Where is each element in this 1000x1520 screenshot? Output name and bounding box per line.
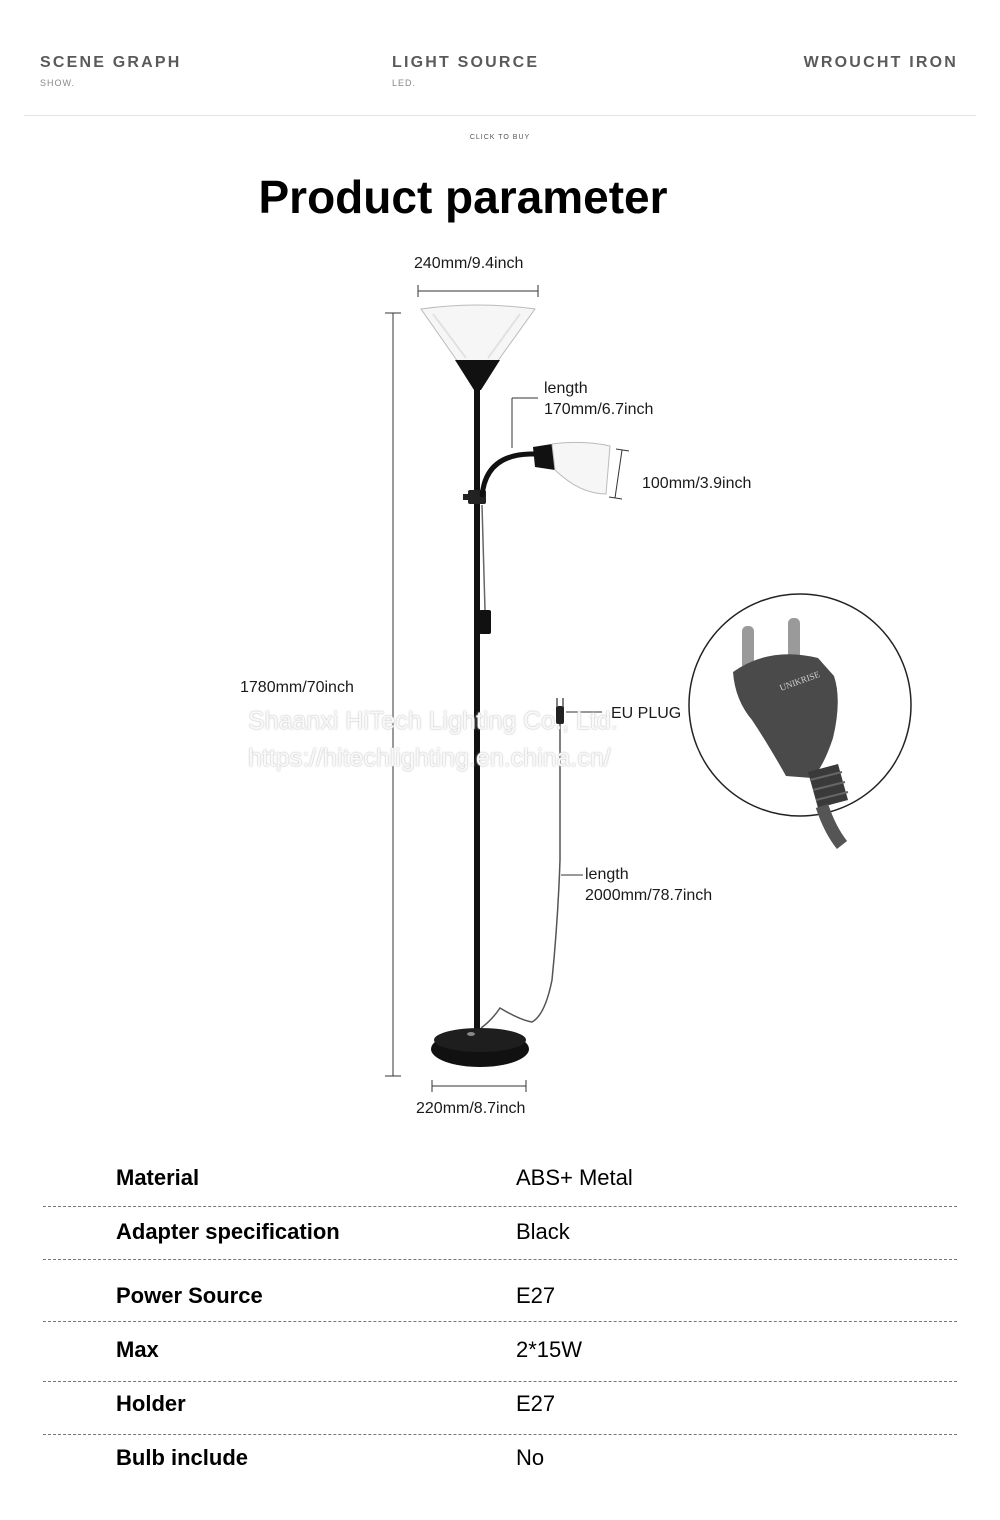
inline-switch [479,610,491,634]
nav-scene-graph[interactable]: SCENE GRAPH SHOW. [40,54,182,88]
spec-divider [43,1381,957,1382]
nav-subtitle: LED. [392,78,417,88]
nav-subtitle: SHOW. [40,78,76,88]
spec-value: ABS+ Metal [516,1165,633,1190]
spec-key: Adapter specification [116,1219,340,1244]
spec-divider [43,1259,957,1260]
spec-key: Material [116,1165,200,1190]
reading-shade-dimension [608,448,630,500]
arm-length-label: length [544,380,588,397]
eu-plug-label: EU PLUG [611,705,682,722]
gooseneck-arm [479,451,540,498]
spec-key: Holder [116,1391,186,1416]
shade-highlight [432,313,521,359]
watermark-company: Shaanxi HiTech Lighting Co., Ltd. [248,707,618,735]
spec-value: E27 [516,1283,556,1308]
spec-key: Max [116,1337,159,1362]
cord-length-label: length [585,866,629,883]
spec-value: No [516,1445,545,1470]
nav-light-source[interactable]: LIGHT SOURCE LED. [392,54,539,88]
nav-wrought-iron[interactable]: WROUCHT IRON [804,54,958,72]
nav-title: LIGHT SOURCE [392,54,540,71]
reading-shade-holder [533,444,555,470]
pole-cord [481,504,486,611]
spec-value: Black [516,1219,570,1244]
spec-divider [43,1321,957,1322]
power-cord [480,715,561,1029]
main-shade [420,304,536,363]
page-title: Product parameter [258,171,668,223]
nav-title: WROUCHT IRON [803,54,958,71]
spec-value: 2*15W [516,1337,583,1362]
height-dimension [385,312,401,1077]
spec-divider [43,1206,957,1207]
base-width-label: 220mm/8.7inch [416,1100,526,1117]
spec-key: Bulb include [116,1445,248,1470]
eu-plug-small [556,698,602,724]
lamp-pole [474,388,480,1038]
plug-closeup: UNIKRISE [688,593,912,850]
reading-shade [551,441,611,495]
shade-holder [455,360,500,390]
spec-divider [43,1434,957,1435]
spec-value: E27 [516,1391,556,1416]
nav-title: SCENE GRAPH [40,54,182,71]
base-width-dimension [431,1080,527,1092]
cord-length-value: 2000mm/78.7inch [585,887,713,904]
click-to-buy-link[interactable]: CLICK TO BUY [469,134,531,141]
header-divider [24,115,976,116]
arm-length-leader [511,397,538,448]
reading-shade-label: 100mm/3.9inch [642,475,752,492]
shade-width-label: 240mm/9.4inch [414,255,524,272]
lamp-diagram: UNIKRISE [385,285,912,1092]
spec-key: Power Source [116,1283,263,1308]
shade-width-dimension [417,285,539,297]
height-label: 1780mm/70inch [240,679,354,696]
watermark-url: https://hitechlighting.en.china.cn/ [248,744,611,772]
arm-length-value: 170mm/6.7inch [544,401,654,418]
